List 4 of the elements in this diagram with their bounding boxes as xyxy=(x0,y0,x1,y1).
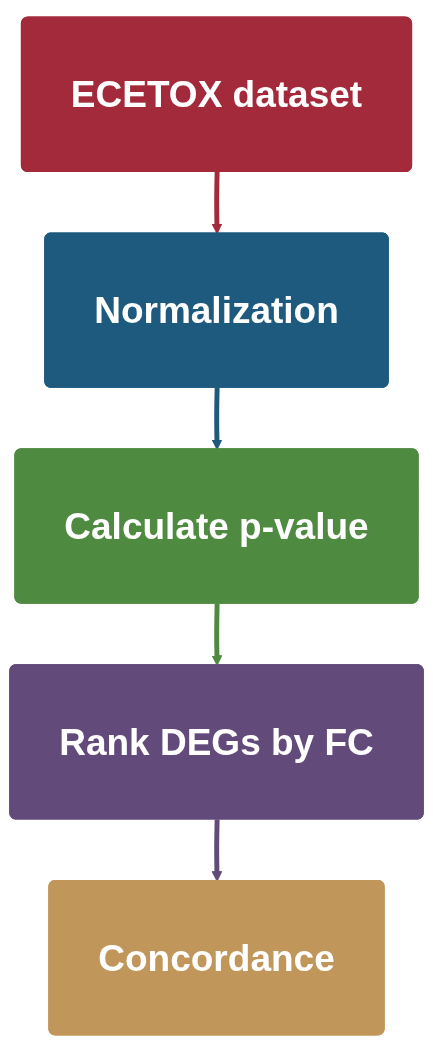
arrow xyxy=(211,819,223,882)
arrow xyxy=(211,387,223,450)
arrow xyxy=(211,171,223,235)
arrow xyxy=(211,603,223,666)
